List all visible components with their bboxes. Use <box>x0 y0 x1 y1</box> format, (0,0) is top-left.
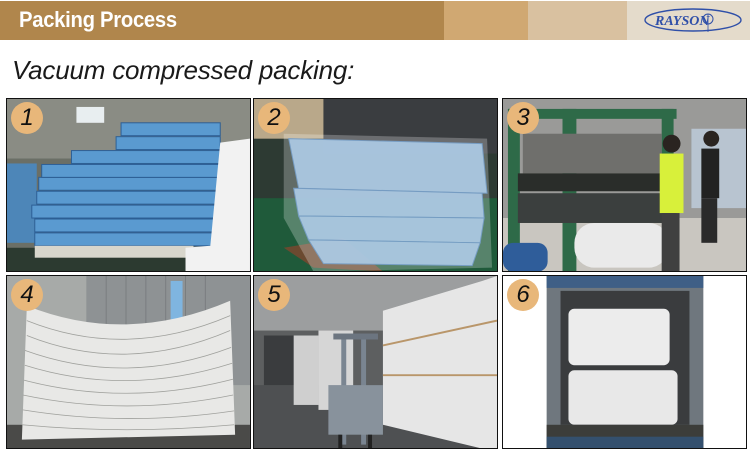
rayson-logo-icon: RAYSON <box>644 8 742 32</box>
shipping-container-image <box>503 276 746 448</box>
step-number-badge: 6 <box>507 279 539 311</box>
step-photo-2: 2 <box>253 98 498 272</box>
step-photo-4: 4 <box>6 275 251 449</box>
header-band-main: Packing Process <box>0 1 444 40</box>
step-number-badge: 2 <box>258 102 290 134</box>
compressed-mattress-stack-image <box>7 276 250 448</box>
step-photo-6: 6 <box>502 275 747 449</box>
step-number-badge: 3 <box>507 102 539 134</box>
section-subtitle: Vacuum compressed packing: <box>12 55 355 85</box>
header-band-2 <box>444 1 528 40</box>
step-number-badge: 1 <box>11 102 43 134</box>
step-photo-5: 5 <box>253 275 498 449</box>
header-band-4: RAYSON <box>627 1 750 40</box>
page-header: Packing Process RAYSON <box>0 1 750 40</box>
plastic-wrapped-mattresses-image <box>254 99 497 271</box>
header-band-3 <box>528 1 627 40</box>
step-number-badge: 4 <box>11 279 43 311</box>
vacuum-compression-machine-image <box>503 99 746 271</box>
step-photo-1: 1 <box>6 98 251 272</box>
packing-steps-grid: 1 2 <box>6 98 748 449</box>
header-title: Packing Process <box>19 7 177 32</box>
svg-text:RAYSON: RAYSON <box>654 14 710 29</box>
warehouse-forklift-image <box>254 276 497 448</box>
step-number-badge: 5 <box>258 279 290 311</box>
stacked-mattresses-image <box>7 99 250 271</box>
step-photo-3: 3 <box>502 98 747 272</box>
